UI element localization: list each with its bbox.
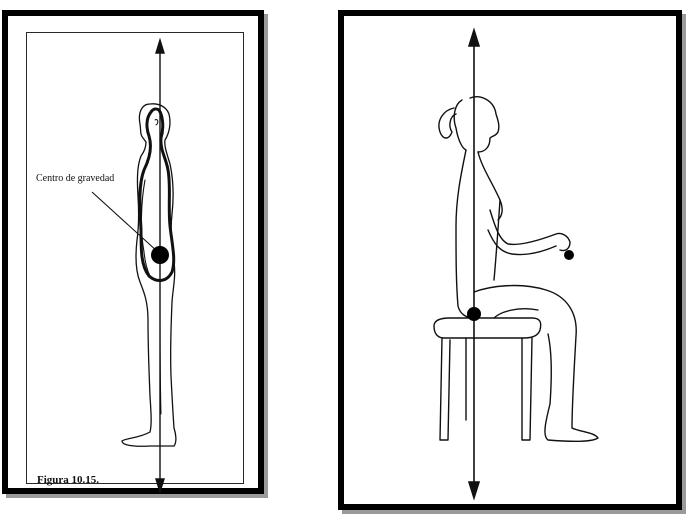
seated-figure-panel xyxy=(338,10,682,510)
figure-caption: Figura 10.15. xyxy=(37,475,99,486)
arrow-down-icon xyxy=(156,479,164,492)
center-of-gravity-dot xyxy=(151,246,169,264)
callout-leader-line xyxy=(92,192,158,252)
standing-person-illustration xyxy=(122,104,176,446)
callout-label: Centro de gravedad xyxy=(36,174,114,184)
arrow-up-icon xyxy=(156,40,164,53)
